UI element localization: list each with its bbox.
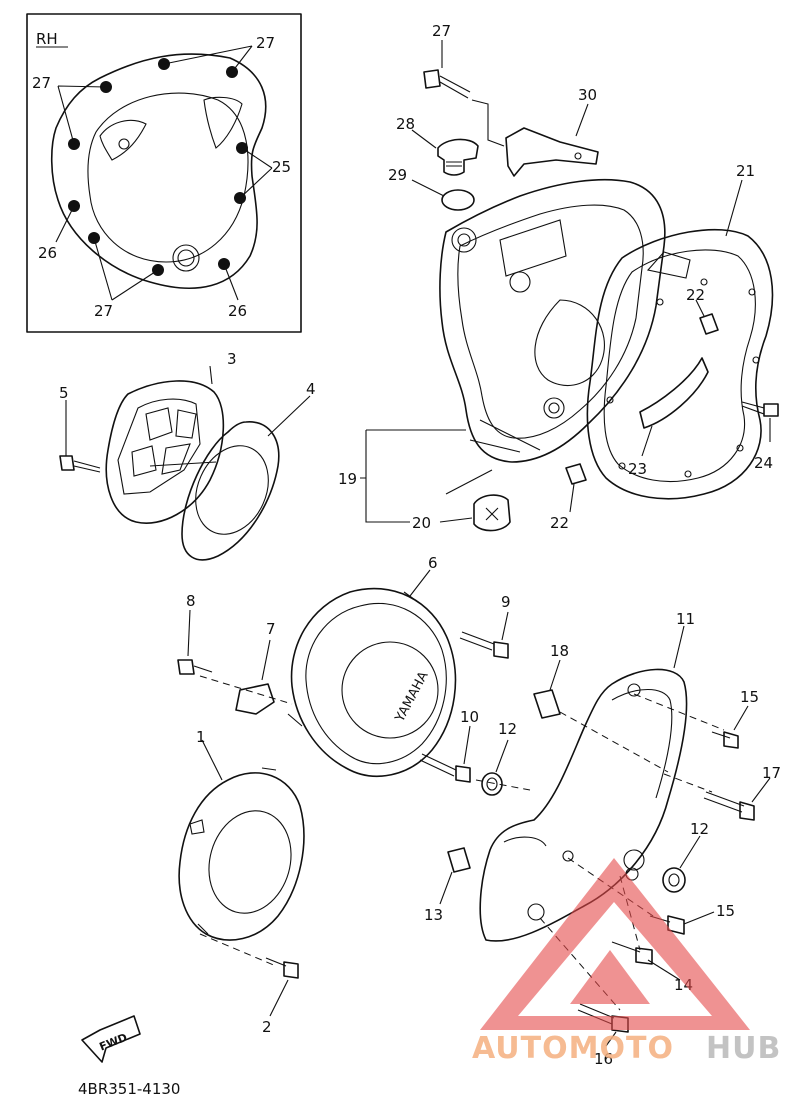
watermark-text-part2: HUB xyxy=(706,1031,781,1066)
watermark-text-part1: AUTOMOTO xyxy=(472,1031,674,1066)
part-1-cover xyxy=(178,767,305,941)
part-10-bolt xyxy=(419,753,471,783)
fwd-label: FWD xyxy=(98,1031,130,1054)
callout-4: 4 xyxy=(306,380,316,398)
callout-10: 10 xyxy=(460,708,479,726)
part-29-oring xyxy=(441,189,475,211)
callout-30: 30 xyxy=(578,86,597,104)
part-7-clamp xyxy=(235,683,275,715)
automotohub-watermark: AUTOMOTO HUB xyxy=(472,858,781,1066)
callout-19: 19 xyxy=(338,470,357,488)
inset-rh-label: RH xyxy=(36,30,58,48)
part-3-plate xyxy=(105,380,225,524)
part-18-dowel xyxy=(533,689,561,719)
callout-23: 23 xyxy=(628,460,647,478)
callout-15-lower: 15 xyxy=(716,902,735,920)
callout-18: 18 xyxy=(550,642,569,660)
callout-9: 9 xyxy=(501,593,511,611)
part-12-collar-right xyxy=(662,867,686,893)
inset-label-26-left: 26 xyxy=(38,244,57,262)
part-code: 4BR351-4130 xyxy=(78,1080,180,1098)
callout-1: 1 xyxy=(196,728,206,746)
inset-label-27-left: 27 xyxy=(32,74,51,92)
callout-17: 17 xyxy=(762,764,781,782)
callout-11: 11 xyxy=(676,610,695,628)
part-24-bolt xyxy=(741,401,779,417)
callout-15-upper: 15 xyxy=(740,688,759,706)
callout-13: 13 xyxy=(424,906,443,924)
inset-label-27-top: 27 xyxy=(256,34,275,52)
part-19-crankcase-cover xyxy=(439,178,666,463)
callout-27: 27 xyxy=(432,22,451,40)
part-22-dowel-upper xyxy=(699,313,719,335)
inset-label-26-right: 26 xyxy=(228,302,247,320)
fwd-badge: FWD xyxy=(81,1015,141,1063)
part-15-bolt-upper xyxy=(711,731,739,749)
callout-22-upper: 22 xyxy=(686,286,705,304)
part-12-collar-left xyxy=(481,772,503,796)
part-6-generator-cover: YAMAHA xyxy=(287,587,457,778)
callout-22-lower: 22 xyxy=(550,514,569,532)
part-28-filler-cap xyxy=(437,138,479,176)
inset-label-27-bottom: 27 xyxy=(94,302,113,320)
callout-16: 16 xyxy=(594,1050,613,1068)
callout-12-left: 12 xyxy=(498,720,517,738)
callout-29: 29 xyxy=(388,166,407,184)
part-17-bolt xyxy=(703,791,755,821)
part-9-bolt xyxy=(459,631,509,659)
callout-21: 21 xyxy=(736,162,755,180)
part-5-bolt xyxy=(59,400,101,473)
callout-8: 8 xyxy=(186,592,196,610)
rh-inset-panel: RH 27 27 25 26 27 26 xyxy=(26,13,302,333)
callout-20: 20 xyxy=(412,514,431,532)
part-2-bolt xyxy=(265,957,299,979)
part-22-dowel-lower xyxy=(565,463,587,485)
callout-2: 2 xyxy=(262,1018,272,1036)
part-21-gasket xyxy=(586,228,774,500)
part-27-bolt xyxy=(423,40,471,99)
part-30-bracket xyxy=(505,127,599,177)
callout-12-right: 12 xyxy=(690,820,709,838)
cover-brand-text: YAMAHA xyxy=(392,669,431,725)
callout-3: 3 xyxy=(227,350,237,368)
part-4-gasket xyxy=(181,421,280,561)
callout-24: 24 xyxy=(754,454,773,472)
callout-7: 7 xyxy=(266,620,276,638)
part-20-plug xyxy=(473,494,511,532)
part-14-bolt xyxy=(611,941,653,965)
part-8-bolt xyxy=(177,659,213,675)
watermark-triangle-logo xyxy=(480,858,750,1030)
callout-28: 28 xyxy=(396,115,415,133)
part-13-dowel xyxy=(447,847,471,873)
callout-6: 6 xyxy=(428,554,438,572)
callout-5: 5 xyxy=(59,384,69,402)
part-23-damper xyxy=(639,357,709,429)
inset-label-25: 25 xyxy=(272,158,291,176)
